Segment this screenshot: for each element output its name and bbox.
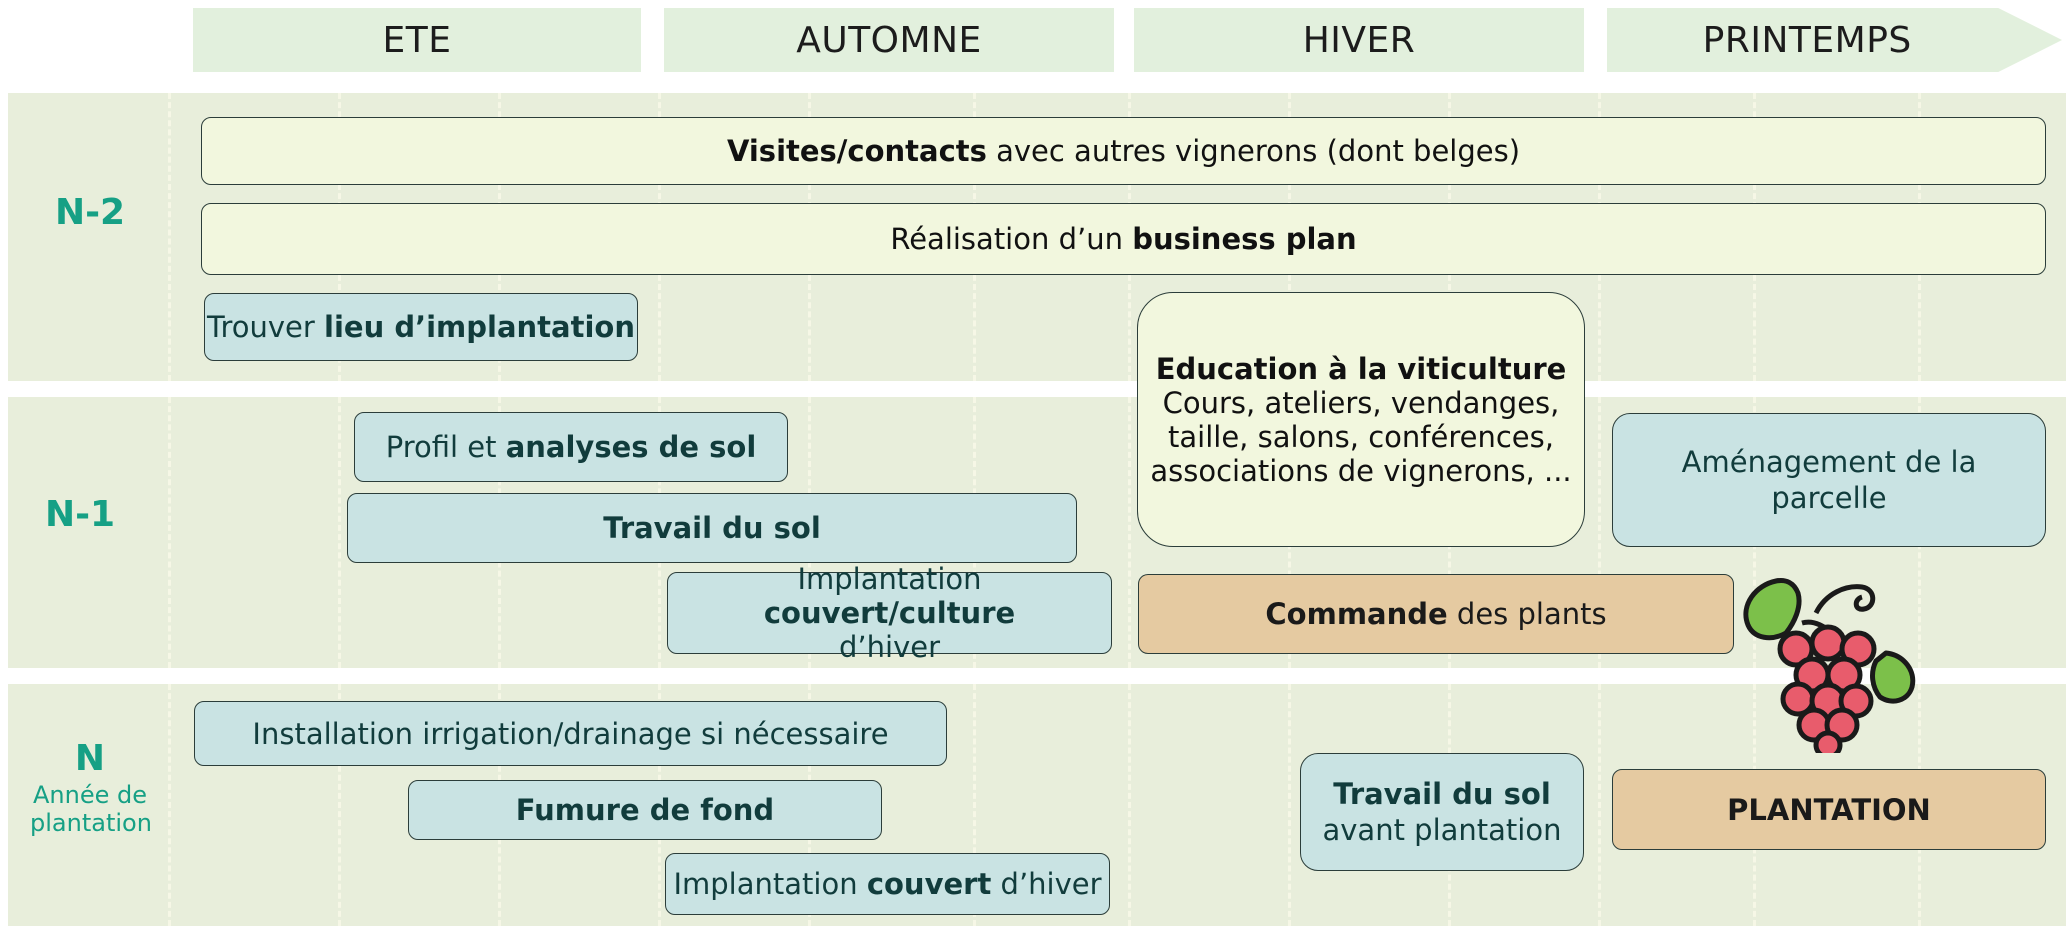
row-label-n-1: N-1	[44, 494, 116, 535]
season-printemps: PRINTEMPS	[1607, 8, 2062, 72]
task-education-viticulture: Education à la viticulture Cours, atelie…	[1137, 292, 1585, 547]
task-business-plan: Réalisation d’un business plan	[201, 203, 2046, 275]
row-sublabel-n: Année de plantation	[30, 781, 152, 837]
task-visites-contacts: Visites/contacts avec autres vignerons (…	[201, 117, 2046, 185]
task-travail-sol-avant-plantation: Travail du sol avant plantation	[1300, 753, 1584, 871]
task-commande-plants: Commande des plants	[1138, 574, 1734, 654]
season-hiver: HIVER	[1134, 8, 1584, 72]
season-automne: AUTOMNE	[664, 8, 1114, 72]
task-profil-analyses-sol: Profil et analyses de sol	[354, 412, 788, 482]
task-implantation-couvert-hiver: Implantation couvert d’hiver	[665, 853, 1110, 915]
task-implantation-couvert-culture: Implantation couvert/culture d’hiver	[667, 562, 1112, 664]
row-label-n: N Année de plantation	[30, 738, 152, 837]
task-travail-du-sol: Travail du sol	[347, 493, 1077, 563]
task-fumure-de-fond: Fumure de fond	[408, 780, 882, 840]
season-ete: ETE	[193, 8, 641, 72]
task-plantation: PLANTATION	[1612, 769, 2046, 850]
grapes-icon	[1743, 578, 1916, 753]
task-installation-irrigation: Installation irrigation/drainage si néce…	[194, 701, 947, 766]
task-lieu-implantation: Trouver lieu d’implantation	[204, 293, 638, 361]
row-label-n-2: N-2	[54, 192, 126, 233]
task-amenagement-parcelle: Aménagement de la parcelle	[1612, 413, 2046, 547]
